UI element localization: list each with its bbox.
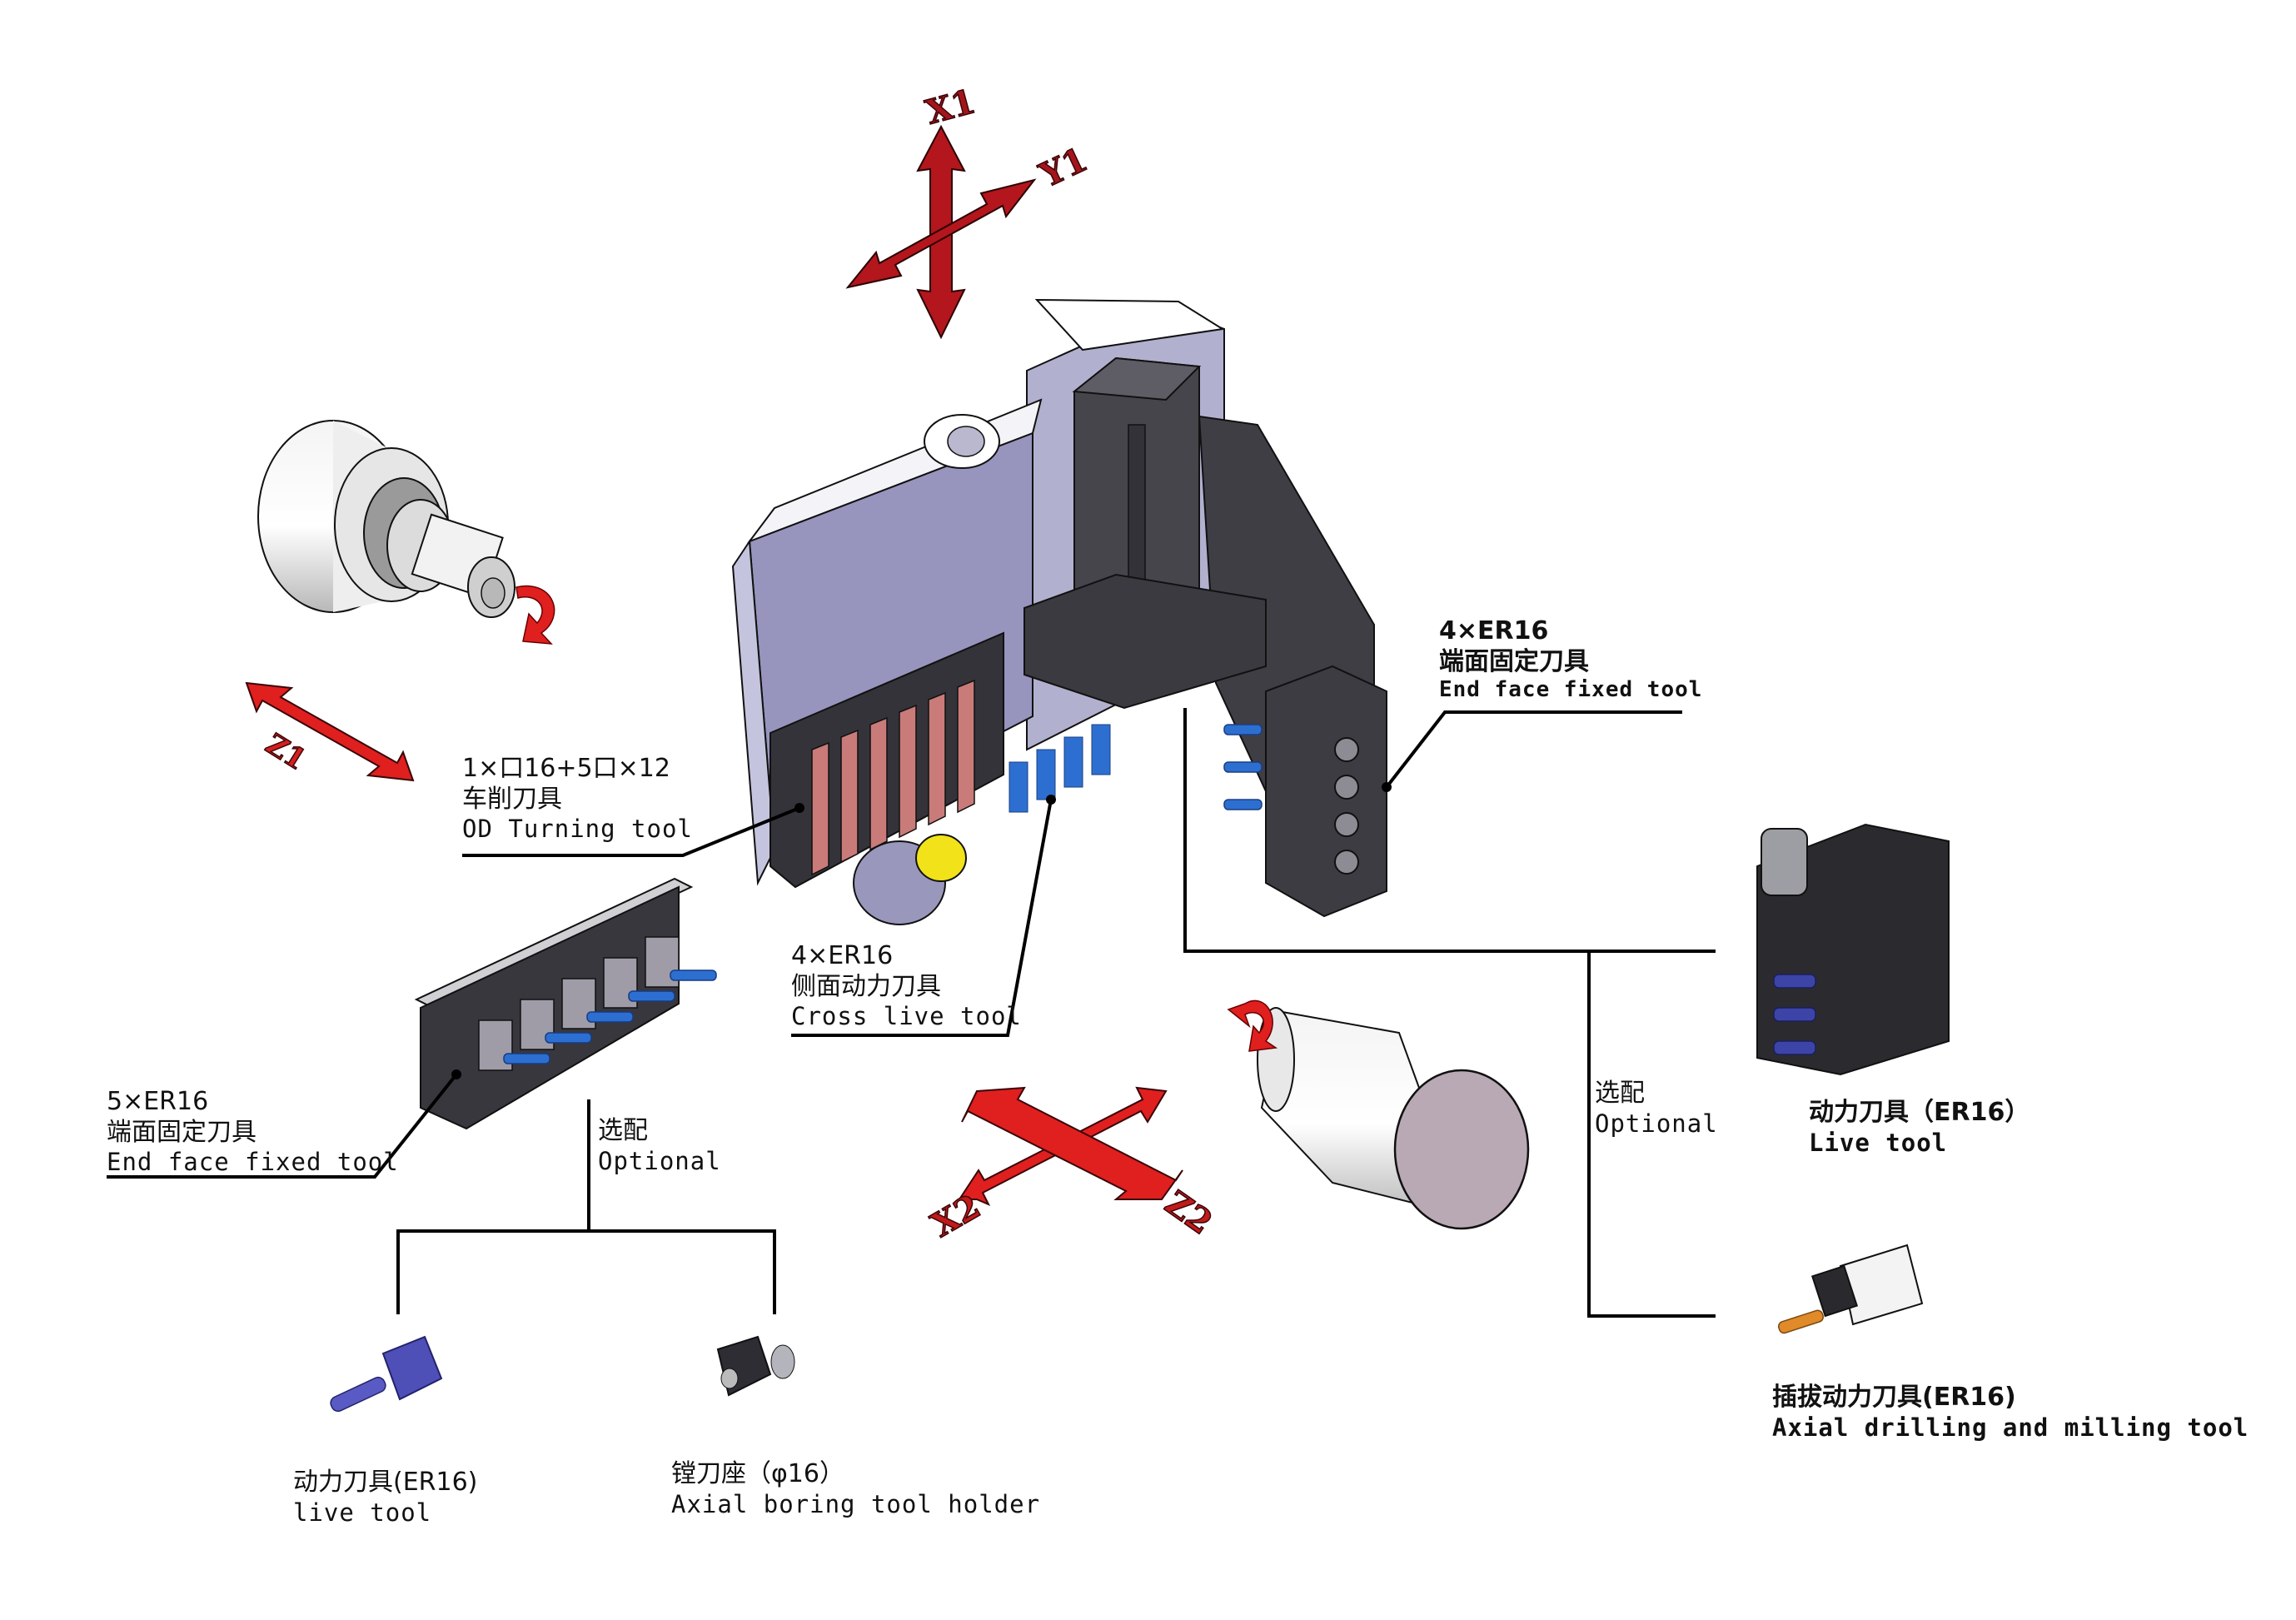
option-boring-holder: 镗刀座（φ16） Axial boring tool holder (671, 1459, 1040, 1519)
end-face-right-spec: 4×ER16 (1439, 616, 1549, 646)
optional-right-cn: 选配 (1595, 1079, 1645, 1108)
boring-tool-holder-image (716, 1335, 795, 1397)
cross-live-tools (1009, 724, 1111, 813)
axis-z1-arrow: Z1 (245, 681, 415, 782)
optional-left-cn: 选配 (598, 1116, 648, 1145)
axis-x1-y1-arrows: X1 Y1 (845, 81, 1093, 340)
main-spindle (257, 420, 555, 645)
option-boring-holder-cn: 镗刀座（φ16） (671, 1459, 844, 1488)
live-tool-right-image (1756, 823, 1950, 1076)
spindle-face (1393, 1069, 1530, 1230)
option-live-tool-right: 动力刀具（ER16） Live tool (1809, 1098, 2030, 1158)
leader-lines (107, 708, 1716, 1318)
axis-x2-z2-arrows: X2 Z2 (924, 1086, 1220, 1246)
guide-bushing (915, 834, 967, 882)
leader-end-face-left (107, 1073, 458, 1179)
optional-right-label: 选配 Optional (1595, 1079, 1718, 1139)
od-turning-cn: 车削刀具 (462, 784, 562, 814)
callout-end-face-left: 5×ER16 端面固定刀具 End face fixed tool (107, 1087, 399, 1178)
rotation-arrow-icon (1227, 999, 1278, 1052)
option-axial-drilling-en: Axial drilling and milling tool (1772, 1413, 2249, 1442)
option-live-tool-left: 动力刀具(ER16) live tool (293, 1468, 477, 1528)
optional-tree-right (1183, 708, 1716, 953)
leader-end-face-right (1385, 710, 1682, 789)
callout-end-face-right: 4×ER16 端面固定刀具 End face fixed tool (1439, 616, 1702, 704)
y1-label: Y1 (1033, 140, 1093, 196)
live-tool-left-image (330, 1335, 443, 1413)
optional-right-en: Optional (1595, 1109, 1718, 1138)
od-turning-en: OD Turning tool (462, 815, 693, 844)
option-live-tool-left-cn: 动力刀具(ER16) (293, 1468, 478, 1497)
optional-left-label: 选配 Optional (598, 1116, 721, 1176)
option-live-tool-right-en: Live tool (1809, 1128, 1948, 1157)
end-face-right-cn: 端面固定刀具 (1439, 646, 1589, 676)
leader-cross-live (791, 799, 1053, 1037)
end-face-block-right (1265, 665, 1387, 918)
od-turning-spec: 1×口16+5口×12 (462, 754, 670, 783)
callout-cross-live: 4×ER16 侧面动力刀具 Cross live tool (791, 941, 1022, 1032)
option-live-tool-left-en: live tool (293, 1498, 432, 1527)
turret-assembly (731, 298, 1387, 925)
turning-tool-holders (811, 679, 975, 876)
end-face-block-left (414, 877, 717, 1130)
z2-arrow (961, 1086, 1183, 1200)
end-face-left-spec: 5×ER16 (107, 1087, 209, 1116)
option-live-tool-right-cn: 动力刀具（ER16） (1809, 1098, 2030, 1127)
y1-arrow (845, 178, 1037, 289)
axial-drilling-tool-image (1777, 1244, 1924, 1334)
option-axial-drilling: 插拔动力刀具(ER16) Axial drilling and milling … (1772, 1383, 2249, 1443)
option-axial-drilling-cn: 插拔动力刀具(ER16) (1772, 1383, 2016, 1412)
option-boring-holder-en: Axial boring tool holder (671, 1489, 1041, 1518)
sub-spindle (1227, 999, 1530, 1230)
end-face-left-en: End face fixed tool (107, 1148, 399, 1177)
right-end-face-drills (1223, 724, 1263, 810)
z1-label: Z1 (260, 727, 311, 777)
rotation-arrow-icon (515, 585, 555, 645)
x1-label: X1 (922, 82, 979, 132)
cross-live-cn: 侧面动力刀具 (791, 971, 941, 1001)
end-face-right-en: End face fixed tool (1439, 677, 1703, 703)
optional-left-en: Optional (598, 1146, 721, 1175)
cross-live-en: Cross live tool (791, 1002, 1022, 1031)
callout-od-turning: 1×口16+5口×12 车削刀具 OD Turning tool (462, 754, 693, 845)
leader-od-turning (462, 806, 800, 857)
cross-live-spec: 4×ER16 (791, 941, 894, 970)
end-face-left-cn: 端面固定刀具 (107, 1117, 256, 1147)
